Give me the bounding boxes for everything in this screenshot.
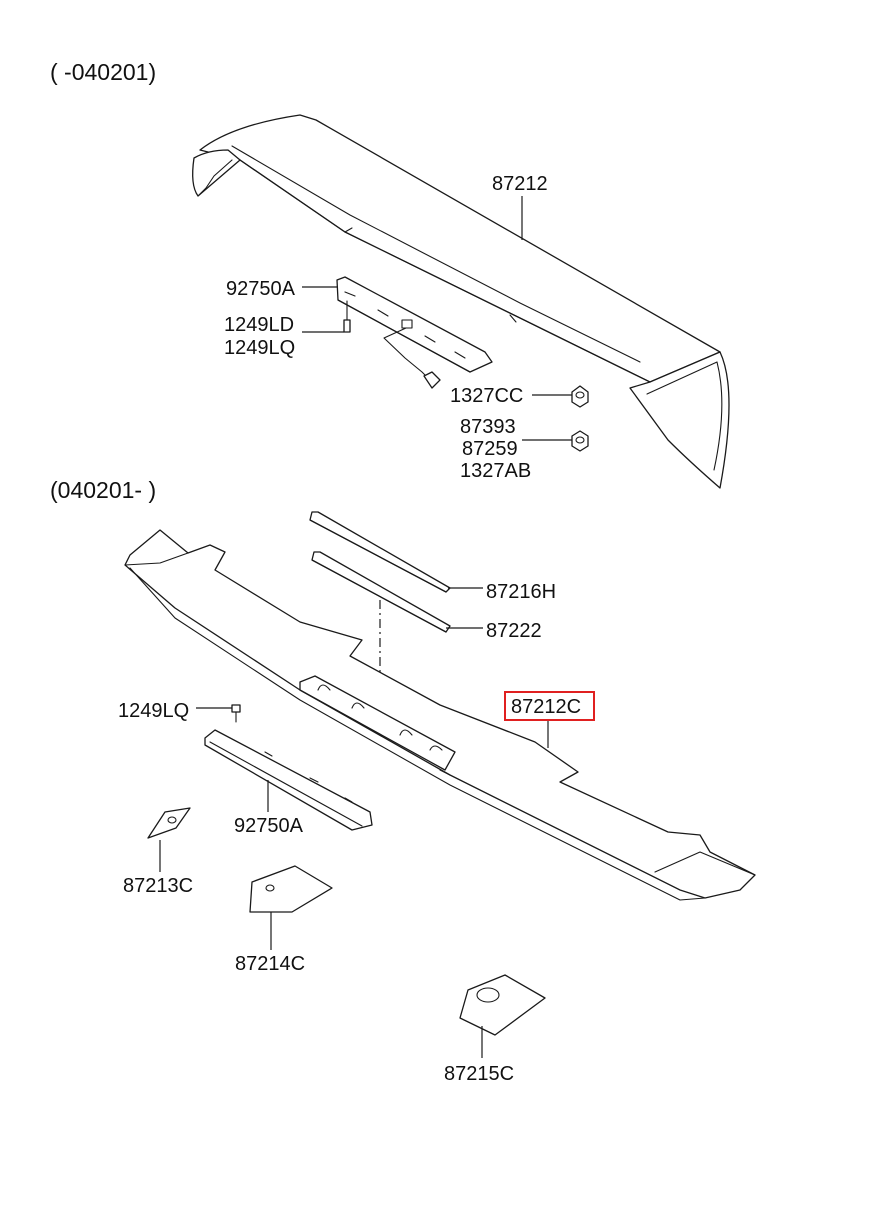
label-87215C: 87215C — [444, 1063, 514, 1085]
highlight-box — [504, 691, 595, 721]
nut-1327CC-icon — [571, 385, 589, 408]
label-1249LQ-top: 1249LQ — [224, 337, 295, 359]
label-87216H: 87216H — [486, 581, 556, 603]
seal-strip-87216H — [309, 511, 451, 593]
label-1249LD: 1249LD — [224, 314, 294, 336]
lamp-mount-bottom — [299, 675, 456, 771]
section-label-bottom: (040201- ) — [50, 477, 156, 503]
nut-1327AB-icon — [571, 430, 589, 452]
rear-spoiler-bottom — [124, 529, 756, 901]
label-92750A-top: 92750A — [226, 278, 296, 300]
label-1327AB: 1327AB — [460, 460, 531, 482]
pad-87213C — [147, 807, 191, 839]
label-87212C: 87212C — [511, 696, 581, 718]
label-87259: 87259 — [462, 438, 518, 460]
label-87222: 87222 — [486, 620, 542, 642]
bolt-1249LD-icon — [343, 300, 351, 333]
section-label-top: ( -040201) — [50, 59, 156, 85]
label-87212: 87212 — [492, 173, 548, 195]
label-1327CC: 1327CC — [450, 385, 523, 407]
label-1249LQ-bottom: 1249LQ — [118, 700, 189, 722]
label-87214C: 87214C — [235, 953, 305, 975]
label-92750A-bottom: 92750A — [234, 815, 304, 837]
bolt-1249LQ-icon — [231, 704, 241, 723]
rear-spoiler-top — [192, 114, 730, 489]
label-87393: 87393 — [460, 416, 516, 438]
stop-lamp-bottom — [204, 729, 373, 831]
pad-87215C — [459, 974, 546, 1036]
label-87213C: 87213C — [123, 875, 193, 897]
stop-lamp-top — [336, 276, 493, 389]
seal-strip-87222 — [311, 551, 451, 633]
pad-87214C — [249, 865, 333, 913]
